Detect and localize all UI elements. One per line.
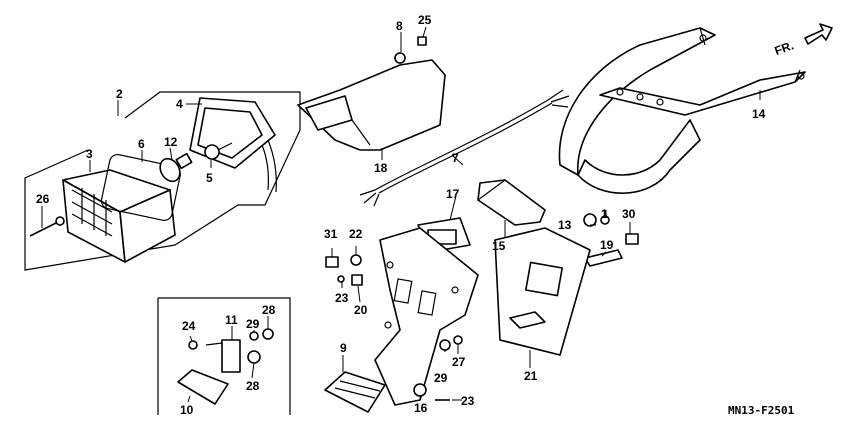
callout-29-main: 29	[434, 371, 448, 385]
mounting-hardware	[583, 213, 639, 267]
cowl-fasteners	[394, 26, 427, 64]
callout-8: 8	[396, 19, 403, 33]
license-plate-holder	[494, 227, 591, 356]
callout-7: 7	[452, 151, 459, 165]
callout-4: 4	[176, 97, 183, 111]
taillight-lens	[62, 169, 176, 263]
callout-23-upper: 23	[335, 291, 349, 305]
callout-25: 25	[418, 13, 432, 27]
callout-12: 12	[164, 135, 178, 149]
callout-labels: 2 3 4 5 6 7 8 9 10 11 12 13 14 15 16 17 …	[36, 13, 766, 417]
callout-26: 26	[36, 192, 50, 206]
taillight-group-outline	[24, 91, 301, 271]
callout-29-inset: 29	[246, 317, 260, 331]
callout-19: 19	[600, 238, 614, 252]
callout-13: 13	[558, 218, 572, 232]
callout-31: 31	[324, 227, 338, 241]
callout-14: 14	[752, 107, 766, 121]
rear-cowl	[297, 59, 446, 151]
callout-11: 11	[225, 313, 238, 327]
callout-22: 22	[349, 227, 363, 241]
callout-10: 10	[180, 403, 194, 417]
reflector-bracket	[477, 179, 546, 226]
bulb-socket	[204, 142, 233, 160]
leader-lines	[41, 90, 761, 403]
bulb	[159, 152, 193, 183]
lens-screw	[29, 216, 65, 237]
callout-28-lower: 28	[246, 379, 260, 393]
inset-box	[157, 297, 291, 415]
small-hardware	[325, 254, 463, 401]
lens-gasket	[100, 153, 181, 221]
callout-21: 21	[524, 369, 538, 383]
callout-30: 30	[622, 207, 636, 221]
callout-2: 2	[116, 87, 123, 101]
wire-harness	[359, 89, 570, 207]
callout-18: 18	[374, 161, 388, 175]
taillight-case	[189, 97, 277, 193]
callout-5: 5	[206, 171, 213, 185]
callout-23-lower: 23	[461, 394, 475, 408]
callout-9: 9	[340, 341, 347, 355]
front-direction-arrow	[804, 23, 833, 45]
callout-20: 20	[354, 303, 368, 317]
callout-6: 6	[138, 137, 145, 151]
mudguard-bracket	[374, 227, 479, 406]
callout-16: 16	[414, 401, 428, 415]
drawing-code: MN13-F2501	[728, 404, 795, 417]
rear-fender-frame	[558, 27, 806, 194]
callout-24: 24	[182, 319, 196, 333]
callout-17: 17	[446, 187, 460, 201]
callout-15: 15	[492, 239, 506, 253]
callout-27: 27	[452, 355, 466, 369]
front-direction-label: FR.	[773, 38, 796, 58]
rear-reflector	[324, 371, 386, 413]
callout-28-upper: 28	[262, 303, 276, 317]
callout-3: 3	[86, 147, 93, 161]
callout-1: 1	[601, 207, 608, 221]
